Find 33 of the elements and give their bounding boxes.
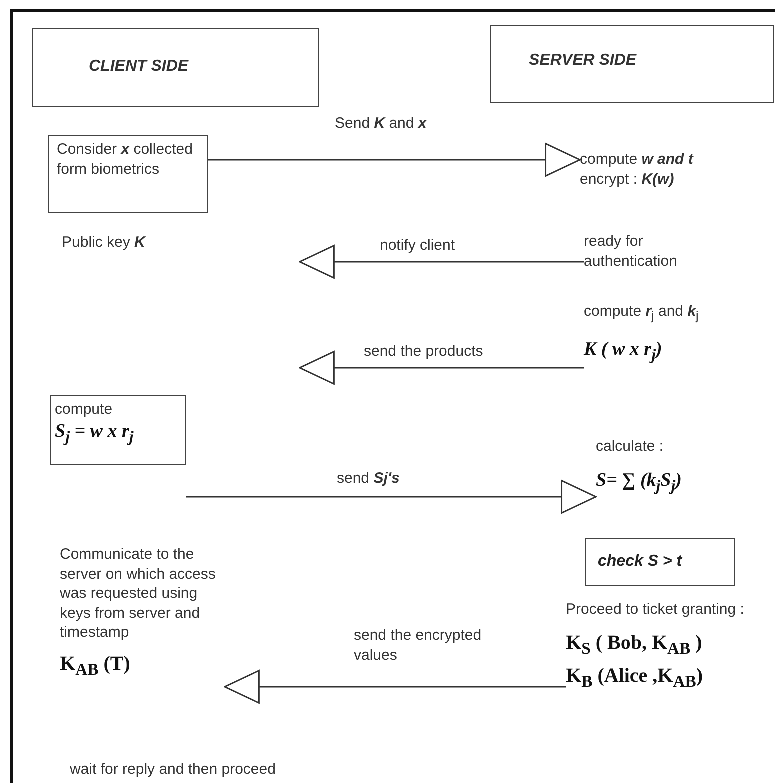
step-box [585,538,735,586]
step-box [50,395,186,465]
edge-label: send the products [364,342,484,362]
formula-text: K$_{AB}$ (T) [60,652,132,680]
note-text: wait for reply and then proceed [70,760,276,780]
step-text: Proceed to ticket granting : [566,600,746,620]
step-text: compute w and t [580,150,695,170]
column-heading: CLIENT SIDE [89,57,190,77]
arrow [208,143,581,177]
header-box [490,25,774,103]
formula-text: S= ∑ (k$_{j}$S$_{j}$) [596,468,683,496]
formula-text: S$_{j}$ = w x r$_{j}$ [55,420,135,448]
formula-text: K$_{S}$ ( Bob, K$_{AB}$ ) [566,630,704,660]
arrow [299,351,584,385]
step-text: compute [55,400,114,420]
step-text: compute r$_{j}$ and k$_{j}$ [584,302,700,324]
edge-label: notify client [380,236,456,256]
formula-text: K$_{B}$ (Alice ,K$_{AB}$) [566,664,704,693]
edge-label: send Sj's [337,469,400,488]
step-text: ready for authentication [584,232,678,271]
step-text: Communicate to the server on which access was requested using keys from server and timestamp [60,545,217,642]
step-text: calculate : [596,437,665,456]
step-text: encrypt : K(w) [580,170,676,189]
step-text: Consider x collected form biometrics [57,140,194,179]
column-heading: SERVER SIDE [529,51,638,71]
arrow [224,670,566,704]
formula-text: K ( w x r$_{j}$) [584,338,664,366]
formula-text: check S > t [598,552,684,572]
arrow [299,245,584,279]
step-box [48,135,208,213]
arrow [186,480,597,514]
note-text: Public key K [62,233,146,252]
header-box [32,28,319,107]
